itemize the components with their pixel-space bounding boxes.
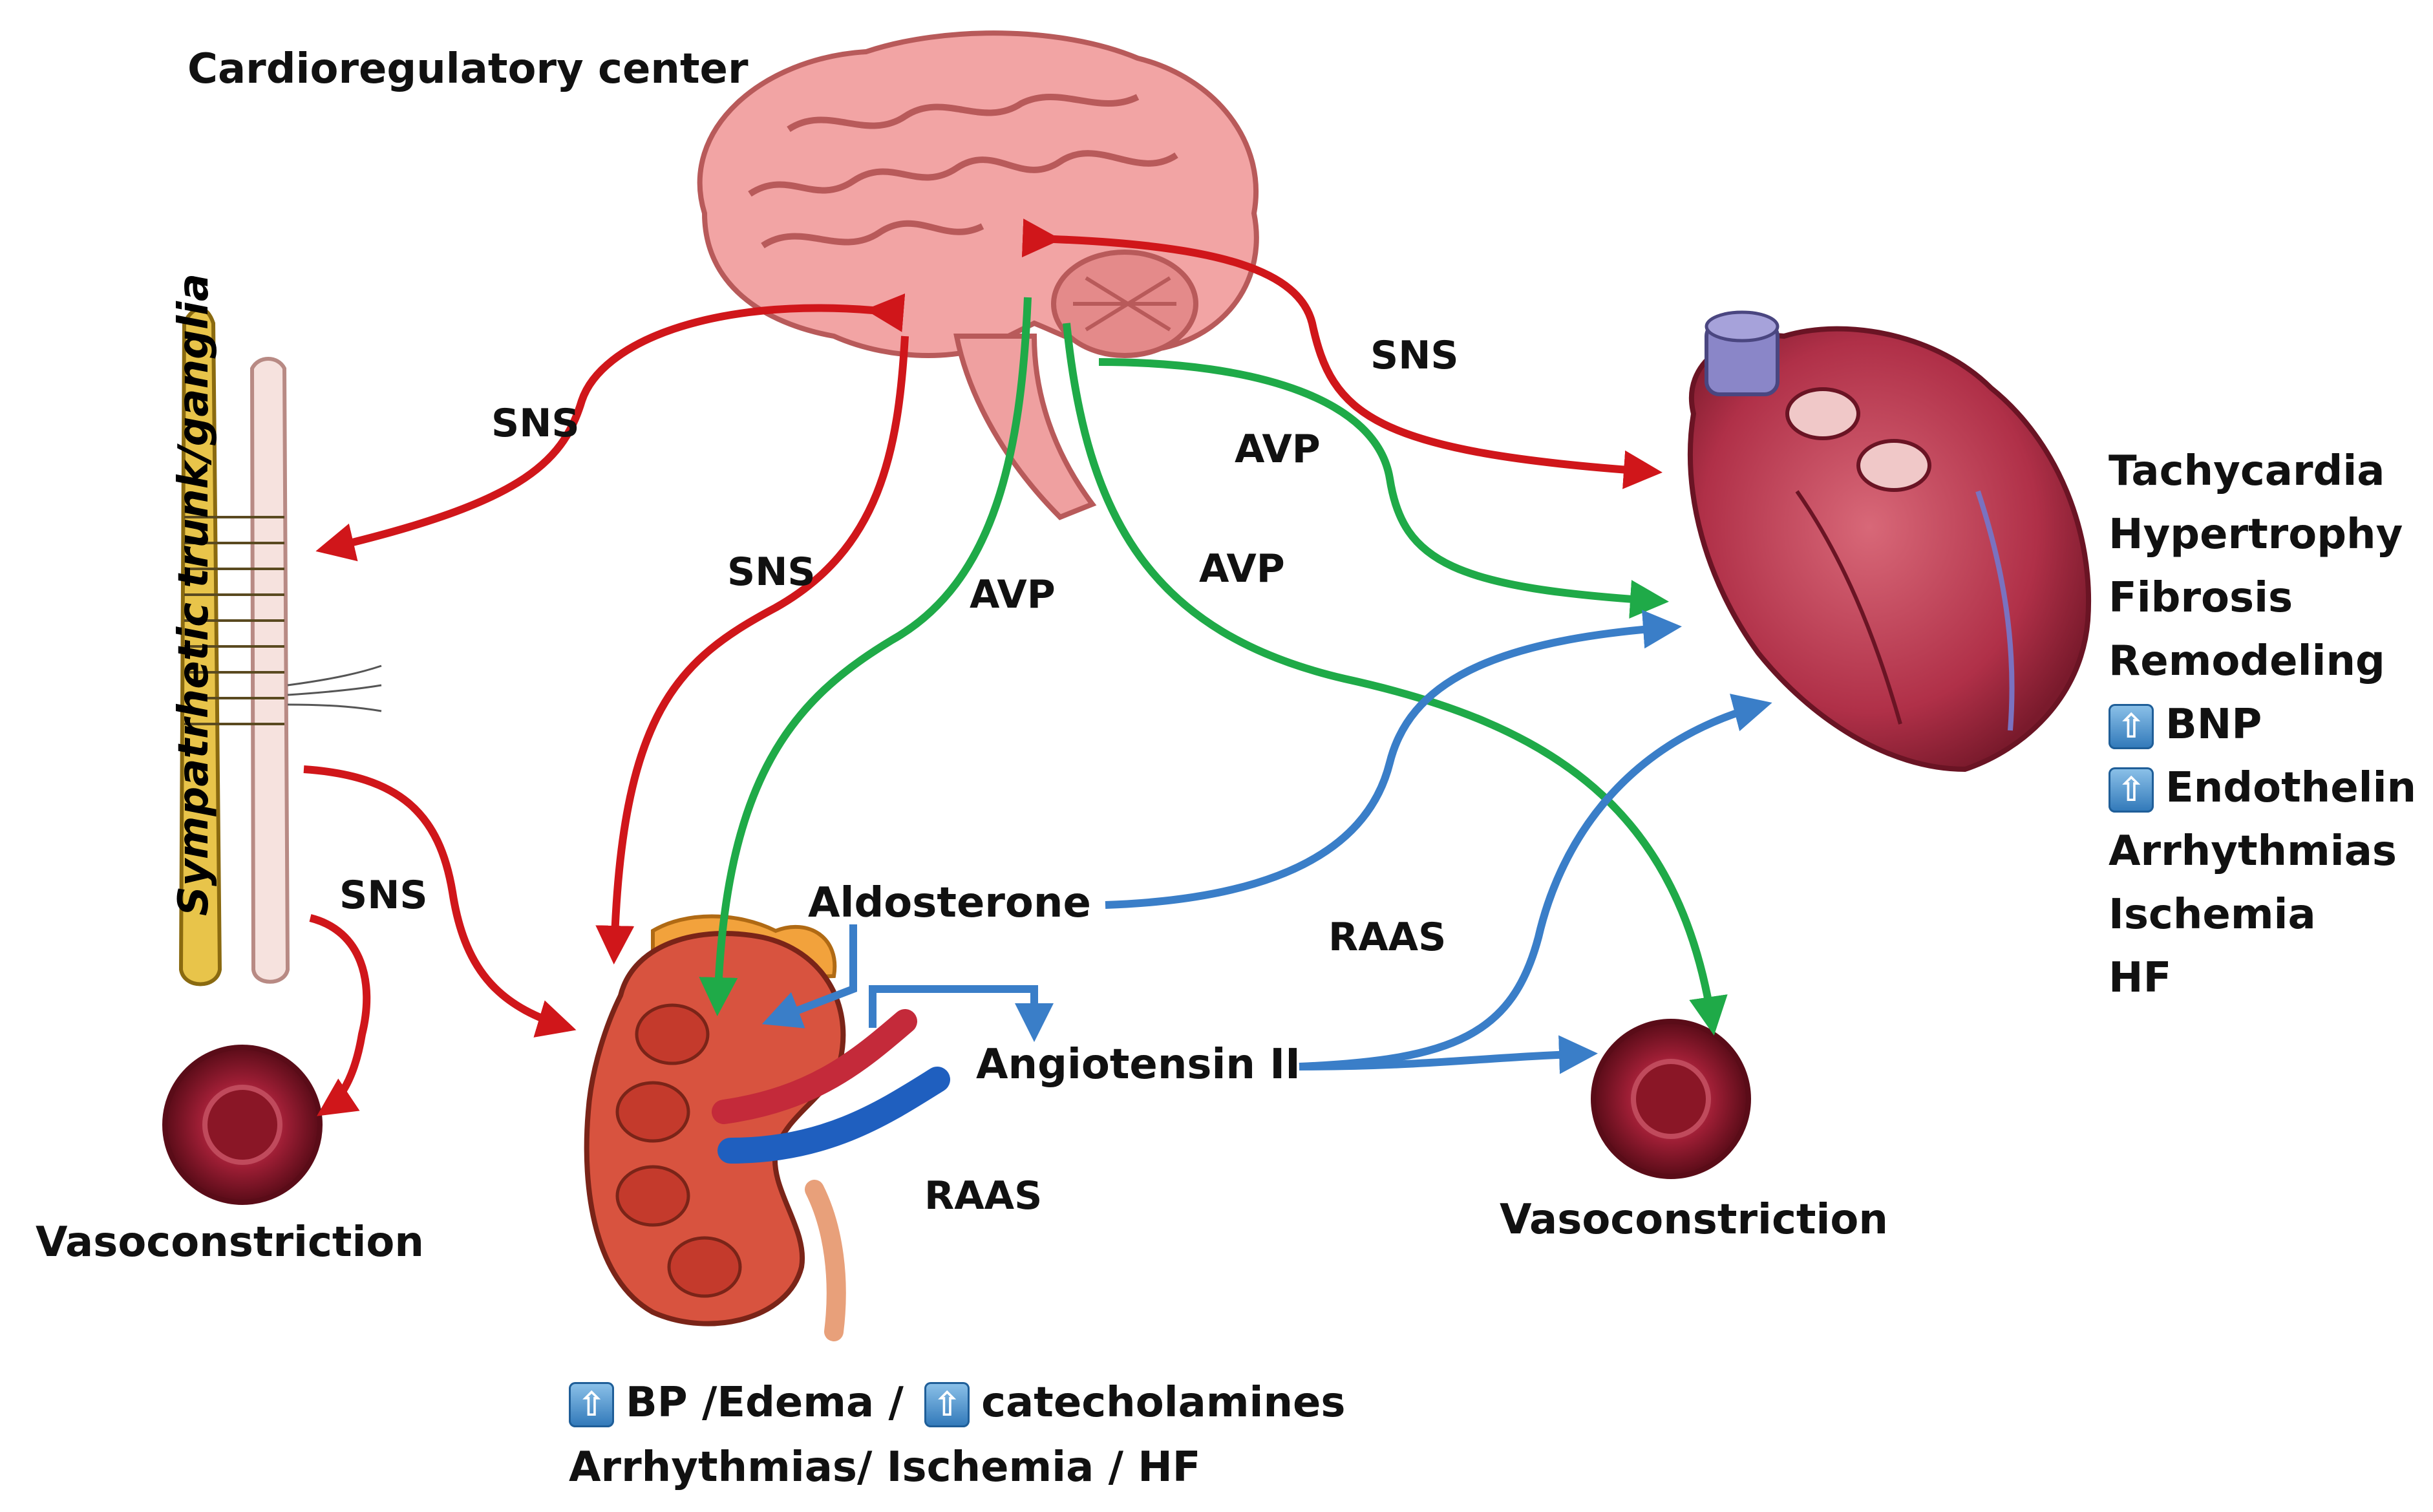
kidney-effects-line2: Arrhythmias/ Ischemia / HF	[569, 1443, 1201, 1491]
up-arrow-icon: ⇧	[569, 1382, 614, 1428]
angiotensin-to-vessel-arrow	[1299, 1035, 1598, 1074]
raas-arrows	[761, 610, 1772, 1074]
angiotensin-label: Angiotensin II	[976, 1041, 1301, 1089]
sns-brain-to-trunk-arrow	[315, 293, 906, 562]
sns-label-kidney: SNS	[727, 549, 816, 595]
cardioregulatory-center-label: Cardioregulatory center	[187, 45, 749, 93]
avp-brain-to-kidney-arrow	[699, 297, 1032, 1016]
angiotensin-to-heart-arrow	[1299, 694, 1772, 1070]
sns-brain-to-kidney-arrow	[595, 335, 909, 964]
sns-trunk-to-kidney-arrow	[303, 765, 577, 1038]
heart-effect-item: Fibrosis	[2109, 574, 2293, 622]
spinal-cord-icon	[178, 306, 382, 986]
avp-label-heart: AVP	[1235, 427, 1321, 472]
heart-effect-item: ⇧Endothelin	[2109, 756, 2416, 820]
heart-effect-item: Arrhythmias	[2109, 827, 2397, 875]
avp-label-vessel: AVP	[1199, 546, 1285, 591]
kidney-icon	[584, 914, 950, 1341]
heart-effects-list: Tachycardia Hypertrophy Fibrosis Remodel…	[2109, 440, 2416, 1010]
raas-label-kidney: RAAS	[924, 1173, 1043, 1219]
avp-label-kidney: AVP	[970, 572, 1056, 617]
heart-icon	[1687, 310, 2091, 772]
kidney-effects: ⇧BP /Edema / ⇧catecholamines Arrhythmias…	[569, 1370, 1346, 1500]
kidney-to-angiotensin-arrow	[869, 985, 1054, 1042]
sns-label-vessel: SNS	[339, 873, 428, 918]
heart-effect-item: HF	[2109, 954, 2172, 1002]
up-arrow-icon: ⇧	[2109, 767, 2154, 813]
kidney-effects-line1: ⇧BP /Edema / ⇧catecholamines	[569, 1370, 1346, 1435]
sns-label-heart: SNS	[1370, 333, 1459, 378]
sns-trunk-to-vessel-arrow	[309, 914, 371, 1116]
heart-effect-item: Remodeling	[2109, 637, 2385, 685]
sns-heart-brain-arrow	[1021, 218, 1663, 489]
heart-effect-item: Hypertrophy	[2109, 511, 2403, 559]
sns-arrows	[303, 218, 1663, 1116]
raas-label-right: RAAS	[1328, 915, 1447, 960]
aldosterone-label: Aldosterone	[808, 879, 1091, 927]
up-arrow-icon: ⇧	[2109, 704, 2154, 750]
brain-icon	[697, 30, 1259, 520]
up-arrow-icon: ⇧	[924, 1382, 970, 1428]
blood-vessel-icon	[162, 1045, 323, 1205]
avp-arrows	[699, 297, 1728, 1036]
heart-effect-item: ⇧BNP	[2109, 693, 2416, 756]
vasoconstriction-label-left: Vasoconstriction	[36, 1219, 424, 1266]
blood-vessel-icon	[1591, 1019, 1751, 1179]
aldosterone-to-kidney-arrow	[761, 924, 857, 1028]
avp-brain-to-heart-arrow	[1098, 358, 1669, 619]
avp-brain-to-vessel-arrow	[1063, 323, 1728, 1036]
aldosterone-to-heart-arrow	[1105, 610, 1682, 909]
heart-effect-item: Ischemia	[2109, 891, 2316, 939]
sympathetic-trunk-label: Sympatrhetic trunk/ganglia	[170, 273, 218, 916]
heart-effect-item: Tachycardia	[2109, 447, 2385, 495]
sns-label-trunk: SNS	[491, 401, 580, 446]
vasoconstriction-label-right: Vasoconstriction	[1500, 1196, 1888, 1244]
